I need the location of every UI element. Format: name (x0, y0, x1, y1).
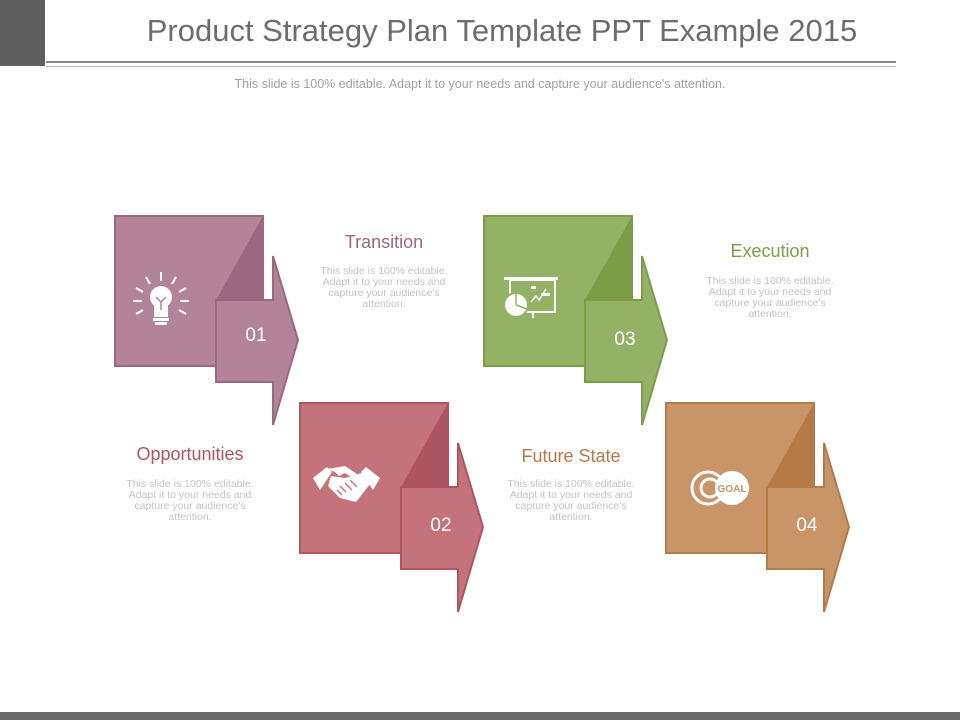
step-03-shape: 03 (483, 215, 669, 426)
lightbulb-icon (133, 272, 189, 325)
title-corner-block (0, 0, 45, 66)
label-opportunities: Opportunities (136, 444, 244, 464)
desc-execution: This slide is 100% editable. Adapt it to… (706, 275, 834, 320)
step-02-shape: 02 (299, 402, 485, 613)
desc-transition: This slide is 100% editable. Adapt it to… (320, 265, 448, 310)
presentation-chart-icon (503, 277, 558, 318)
step-03-number: 03 (614, 329, 635, 350)
page-subtitle: This slide is 100% editable. Adapt it to… (234, 77, 726, 91)
desc-opportunities: This slide is 100% editable. Adapt it to… (126, 478, 254, 523)
step-02-number: 02 (430, 515, 451, 536)
step-01-number: 01 (245, 325, 266, 346)
handshake-icon (313, 466, 380, 502)
desc-future-state: This slide is 100% editable. Adapt it to… (507, 478, 635, 523)
label-execution: Execution (730, 241, 810, 261)
title-divider-thin (46, 66, 896, 67)
bottom-bar (0, 712, 960, 720)
page-title: Product Strategy Plan Template PPT Examp… (146, 13, 858, 48)
label-future-state: Future State (521, 446, 621, 466)
step-04-number: 04 (796, 515, 818, 536)
label-transition: Transition (344, 232, 424, 252)
goal-target-icon: GOAL (690, 470, 749, 506)
title-divider (46, 61, 896, 63)
step-04-shape: 04 GOAL (665, 402, 851, 613)
goal-icon-text: GOAL (718, 484, 747, 495)
step-01-shape: 01 (114, 215, 300, 426)
